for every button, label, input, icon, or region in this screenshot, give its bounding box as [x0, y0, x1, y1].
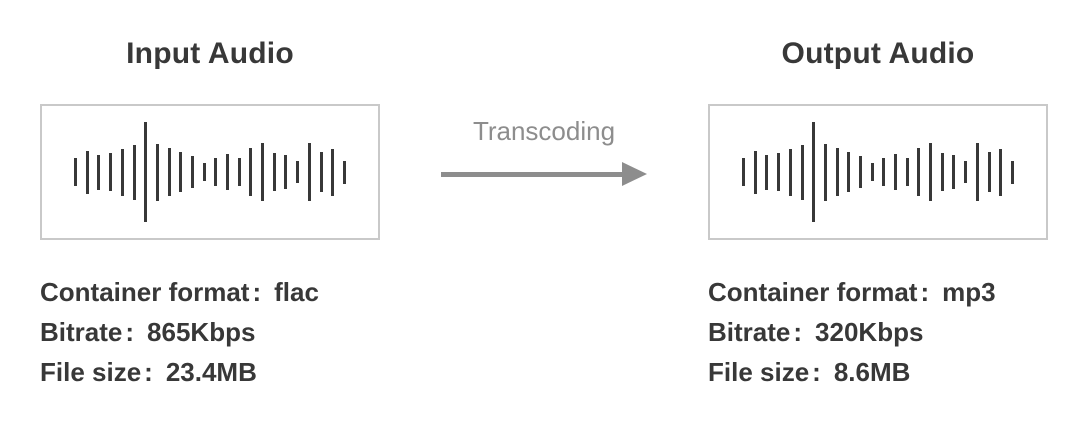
output-audio-section: Output Audio Container format: mp3 Bitrat… [708, 0, 1048, 442]
waveform-bar [331, 148, 335, 196]
waveform-bar [155, 143, 159, 201]
input-audio-section: Input Audio Container format: flac Bitrat… [40, 0, 380, 442]
waveform-bar [952, 155, 956, 189]
arrow-head-icon [622, 162, 647, 186]
waveform-bar [823, 143, 827, 201]
spec-separator: : [812, 357, 821, 387]
waveform-bar [964, 161, 968, 183]
spec-separator: : [920, 277, 930, 307]
input-file-size-row: File size:23.4MB [40, 352, 380, 392]
spec-value: 23.4MB [165, 357, 257, 387]
spec-value: flac [274, 277, 319, 307]
spec-label: Bitrate [40, 317, 123, 347]
waveform-bar [847, 152, 851, 192]
waveform-bar [870, 163, 874, 181]
spec-separator: : [125, 317, 135, 347]
waveform-bar [296, 161, 300, 183]
input-container-format-row: Container format: flac [40, 272, 380, 312]
output-waveform [708, 104, 1048, 240]
waveform-bar [777, 153, 781, 191]
waveform-bar [261, 143, 265, 201]
waveform-bar [1010, 160, 1014, 184]
waveform-bar [249, 148, 253, 196]
waveform-bar [882, 158, 886, 186]
waveform-bar [940, 153, 944, 191]
output-specs: Container format:mp3 Bitrate:320Kbps Fil… [708, 272, 1048, 392]
waveform-bar [307, 143, 311, 201]
waveform-bar [835, 148, 839, 196]
waveform-bar [132, 144, 136, 200]
waveform-bar [144, 122, 148, 222]
waveform-bar [929, 143, 933, 201]
waveform-bar [284, 155, 288, 189]
arrow-right-icon [441, 162, 647, 186]
waveform-bar [917, 148, 921, 196]
input-waveform [40, 104, 380, 240]
spec-value: 865Kbps [147, 317, 256, 347]
waveform-bar [190, 156, 194, 188]
waveform-bar [74, 158, 78, 186]
waveform-bar [905, 158, 909, 186]
spec-separator: : [793, 317, 803, 347]
waveform-bar [987, 152, 991, 192]
waveform-bar [753, 150, 757, 194]
waveform-bar [202, 163, 206, 181]
waveform-bar [167, 148, 171, 196]
waveform-bar [179, 152, 183, 192]
waveform-bar [788, 148, 792, 196]
spec-label: File size [708, 357, 810, 387]
transcoding-section: Transcoding [380, 0, 708, 442]
spec-separator: : [144, 357, 153, 387]
waveform-bar [975, 143, 979, 201]
waveform-bar [237, 158, 241, 186]
waveform-bar [85, 150, 89, 194]
spec-value: 8.6MB [833, 357, 911, 387]
spec-label: Container format [40, 277, 250, 307]
output-audio-title: Output Audio [781, 37, 975, 70]
waveform-bar [109, 153, 113, 191]
spec-label: Container format [708, 277, 918, 307]
waveform-bar [342, 160, 346, 184]
arrow-line [441, 171, 622, 177]
input-bitrate-row: Bitrate:865Kbps [40, 312, 380, 352]
transcoding-label: Transcoding [472, 116, 616, 146]
waveform-bar [812, 122, 816, 222]
spec-label: Bitrate [708, 317, 791, 347]
spec-label: File size [40, 357, 142, 387]
spec-separator: : [252, 277, 262, 307]
waveform-bar [214, 158, 218, 186]
input-specs: Container format:flac Bitrate:865Kbps Fi… [40, 272, 380, 392]
waveform-bar [894, 154, 898, 190]
waveform-bar [858, 156, 862, 188]
waveform-bar [765, 154, 769, 190]
waveform-bar [120, 148, 124, 196]
spec-value: mp3 [942, 277, 996, 307]
waveform-bar [742, 158, 746, 186]
waveform-bar [226, 154, 230, 190]
waveform-bar [999, 148, 1003, 196]
spec-value: 320Kbps [815, 317, 924, 347]
output-bitrate-row: Bitrate:320Kbps [708, 312, 1048, 352]
output-file-size-row: File size:8.6MB [708, 352, 1048, 392]
waveform-bar [319, 152, 323, 192]
input-audio-title: Input Audio [126, 37, 294, 70]
waveform-bar [272, 153, 276, 191]
waveform-bar [800, 144, 804, 200]
output-container-format-row: Container format: mp3 [708, 272, 1048, 312]
waveform-bar [97, 154, 101, 190]
